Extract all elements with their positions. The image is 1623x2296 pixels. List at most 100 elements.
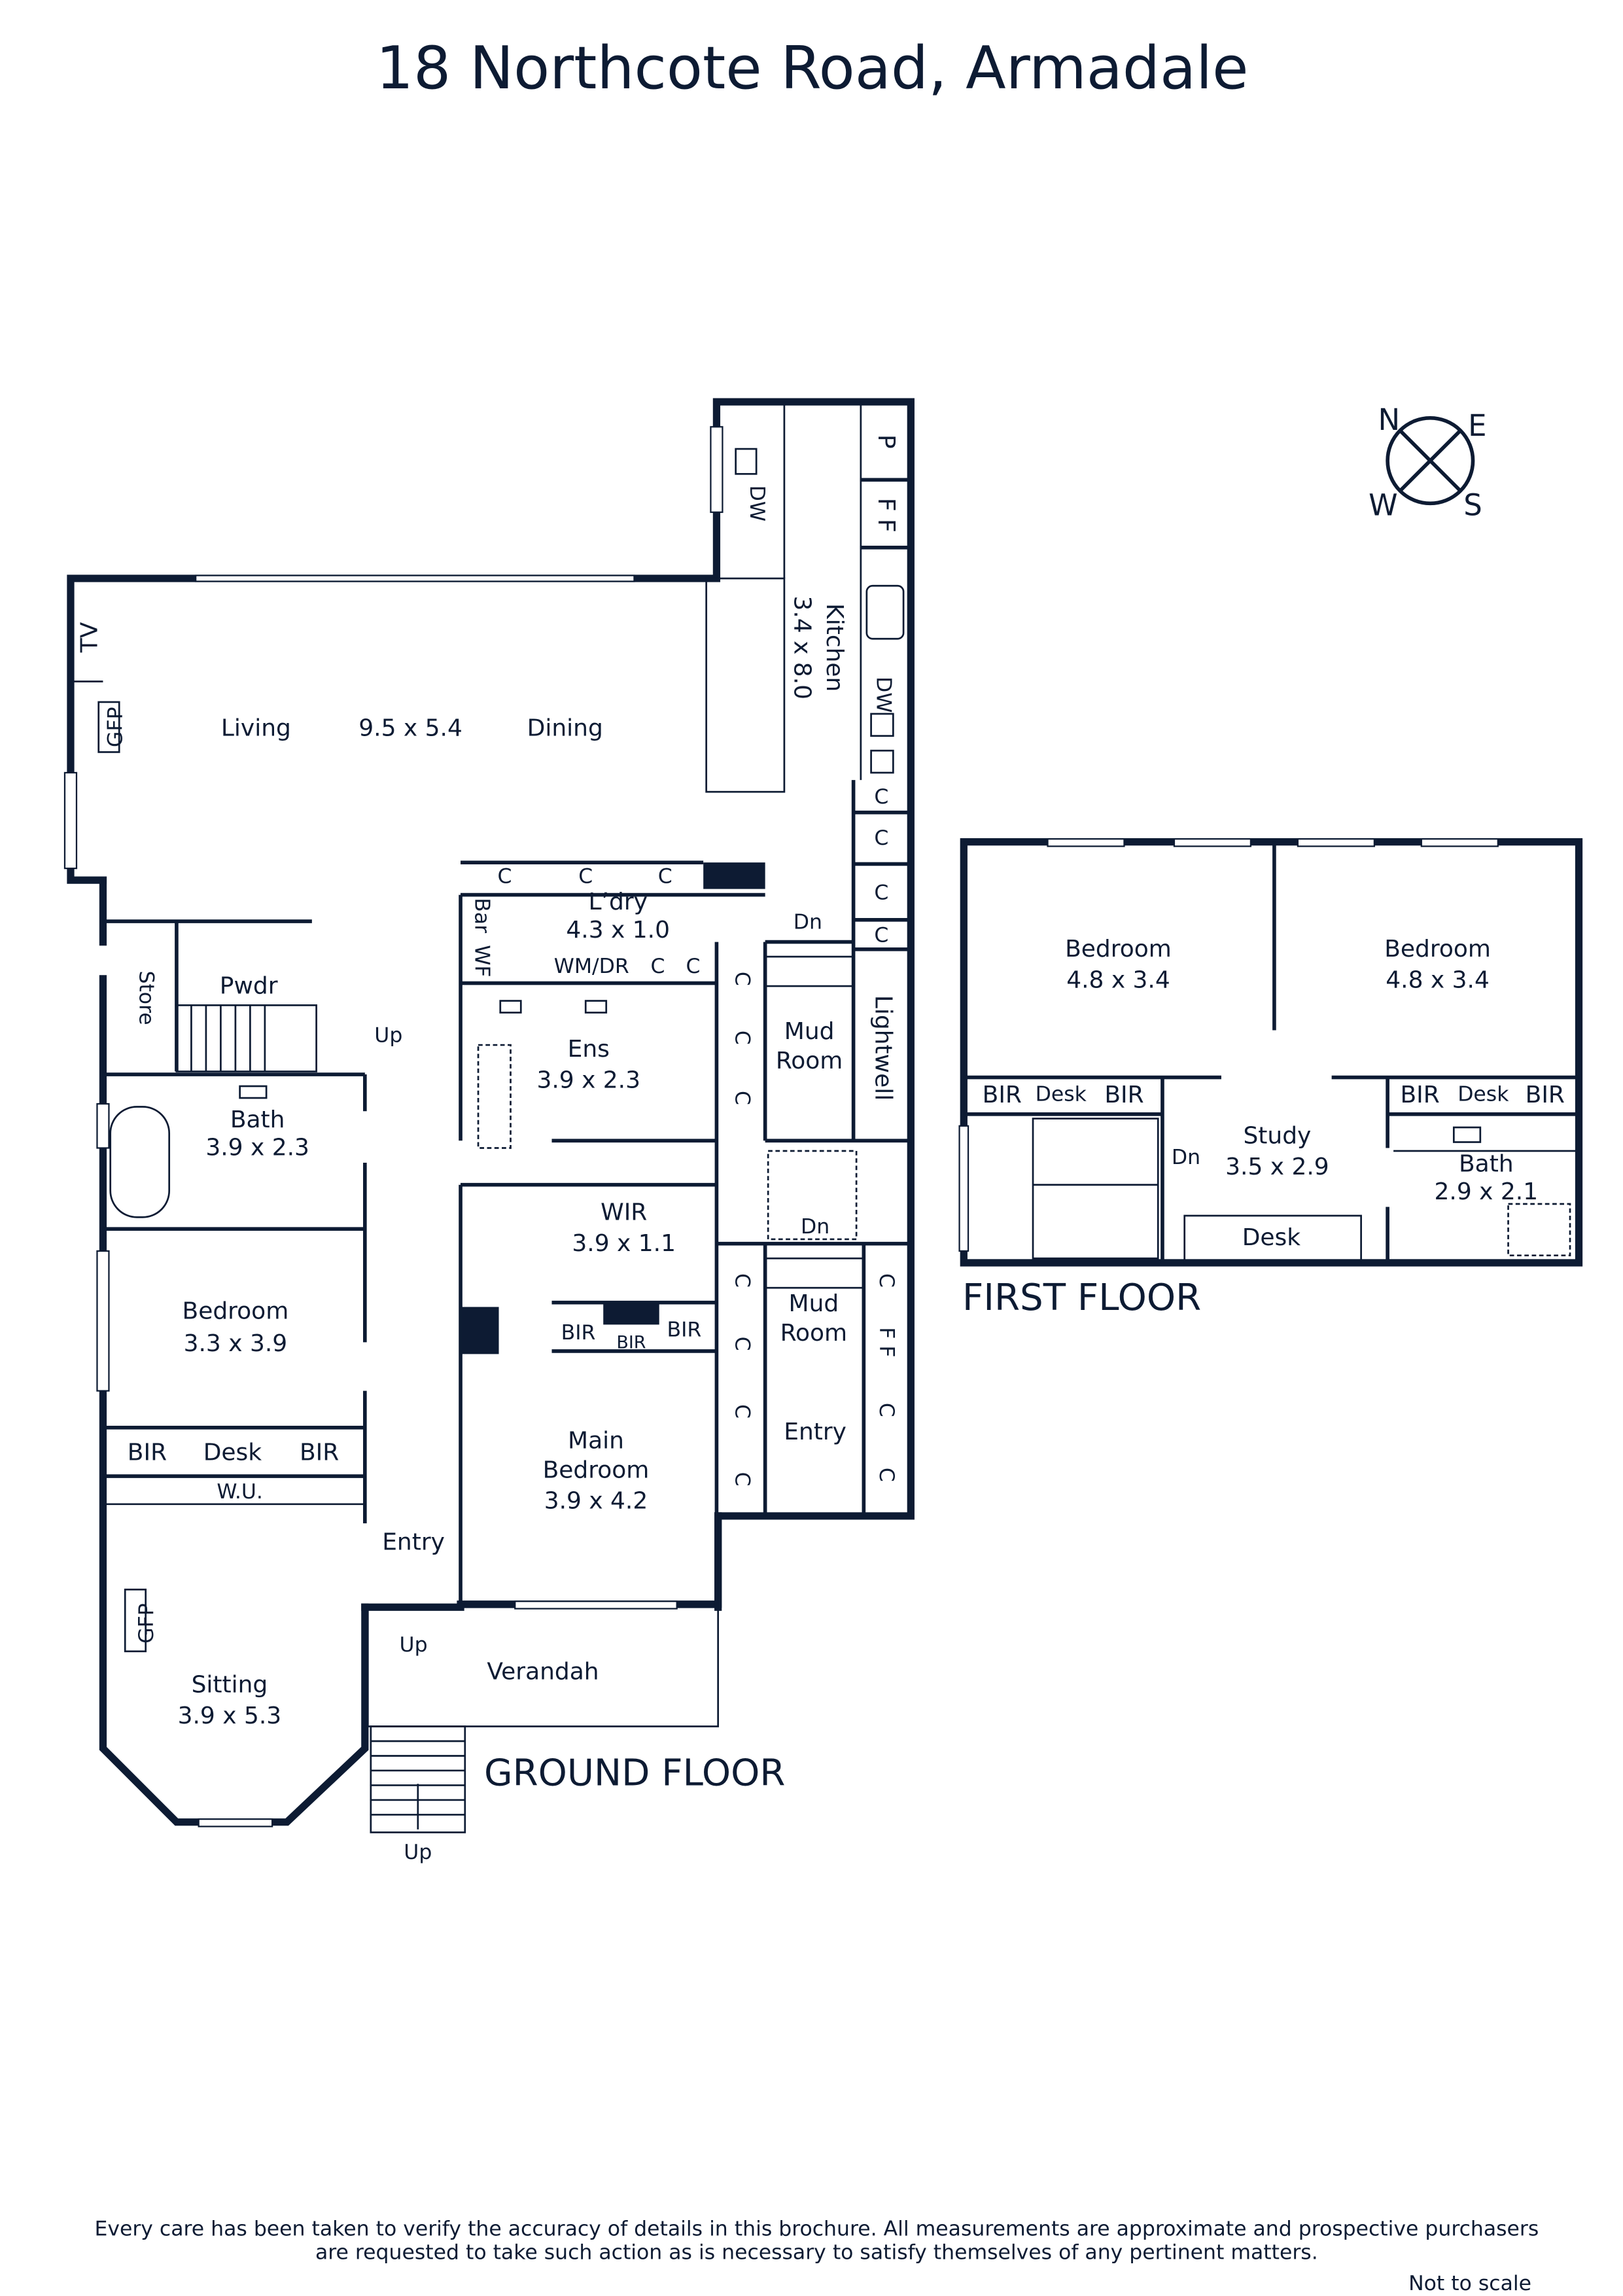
room-powder: Pwdr <box>220 972 278 999</box>
room-living: Living <box>221 715 291 742</box>
room-sitting: Sitting <box>192 1672 268 1699</box>
room-ensuite: Ens <box>568 1036 610 1063</box>
cupboard: C <box>875 1468 898 1482</box>
bedroom-right-dims: 4.8 x 3.4 <box>1386 966 1490 993</box>
dn-mud-2: Dn <box>801 1215 829 1239</box>
gfp-living-label: GFP <box>104 707 128 747</box>
tv-label: TV <box>76 622 103 653</box>
room-wir: WIR <box>601 1199 647 1226</box>
room-bath-first: Bath <box>1459 1150 1514 1177</box>
cupboard: C <box>498 865 512 889</box>
room-dining: Dining <box>527 715 603 742</box>
fridge: F F <box>873 498 899 533</box>
cupboard: C <box>731 1031 754 1045</box>
compass-w: W <box>1369 487 1397 522</box>
bedroom-dims: 3.3 x 3.9 <box>184 1330 288 1357</box>
bir: BIR <box>1526 1082 1565 1108</box>
compass-e: E <box>1468 408 1486 443</box>
page-title: 18 Northcote Road, Armadale <box>376 34 1249 103</box>
room-verandah: Verandah <box>487 1659 599 1686</box>
room-bedroom: Bedroom <box>183 1298 289 1324</box>
wir-dims: 3.9 x 1.1 <box>572 1230 676 1257</box>
room-bath: Bath <box>230 1106 285 1133</box>
room-kitchen: Kitchen <box>821 603 848 692</box>
entry-side: Entry <box>784 1419 846 1445</box>
bir: BIR <box>128 1439 167 1466</box>
up-stairs: Up <box>404 1841 432 1864</box>
fridge: F F <box>875 1327 898 1357</box>
desk: Desk <box>203 1439 262 1466</box>
room-laundry: L’dry <box>589 889 648 915</box>
bir: BIR <box>983 1082 1022 1108</box>
first-floor-label: FIRST FLOOR <box>962 1277 1201 1319</box>
cupboard: C <box>874 881 888 904</box>
cupboard: C <box>578 865 593 889</box>
living-dims: 9.5 x 5.4 <box>358 715 462 742</box>
bir: BIR <box>616 1332 646 1352</box>
wm-dr: WM/DR <box>554 955 629 978</box>
sitting-dims: 3.9 x 5.3 <box>178 1703 282 1729</box>
disclaimer-line-1: Every care has been taken to verify the … <box>94 2217 1539 2241</box>
bir: BIR <box>561 1321 596 1345</box>
cupboard: C <box>874 924 888 947</box>
not-to-scale: Not to scale <box>1408 2272 1531 2295</box>
dw-bench: DW <box>872 677 896 713</box>
compass: N E W S <box>1369 402 1486 522</box>
cupboard: C <box>731 1091 754 1105</box>
ground-floor-labels: TV GFP Living 9.5 x 5.4 Dining Kitchen 3… <box>76 434 899 1864</box>
bir: BIR <box>1104 1082 1143 1108</box>
kitchen-dims: 3.4 x 8.0 <box>789 595 816 699</box>
cupboard: C <box>874 826 888 850</box>
room-bedroom-right: Bedroom <box>1384 936 1491 963</box>
bar: Bar <box>470 898 494 933</box>
bedroom-left-dims: 4.8 x 3.4 <box>1066 966 1170 993</box>
ensuite-dims: 3.9 x 2.3 <box>536 1067 640 1093</box>
bir: BIR <box>300 1439 339 1466</box>
dn-mud-1: Dn <box>794 910 822 934</box>
disclaimer-line-2: are requested to take such action as is … <box>315 2241 1318 2265</box>
main-dims: 3.9 x 4.2 <box>544 1488 648 1515</box>
cupboard: C <box>658 865 672 889</box>
desk: Desk <box>1036 1083 1087 1106</box>
bath-dims: 3.9 x 2.3 <box>205 1135 309 1161</box>
cupboard: C <box>650 955 665 978</box>
cupboard: C <box>731 1273 754 1288</box>
wf: WF <box>470 945 494 977</box>
gfp-sitting: GFP <box>135 1603 158 1643</box>
room-study: Study <box>1243 1123 1311 1150</box>
room-entry: Entry <box>382 1529 445 1556</box>
desk: Desk <box>1242 1224 1301 1251</box>
study-dims: 3.5 x 2.9 <box>1225 1154 1329 1180</box>
cupboard: C <box>731 972 754 986</box>
room-bedroom-left: Bedroom <box>1065 936 1172 963</box>
cupboard: C <box>686 955 700 978</box>
bath-first-dims: 2.9 x 2.1 <box>1435 1178 1539 1205</box>
cupboard: C <box>875 1403 898 1417</box>
up-hall: Up <box>374 1024 402 1048</box>
room-mud-1b: Room <box>776 1048 843 1074</box>
room-mud-1a: Mud <box>784 1018 835 1045</box>
desk: Desk <box>1457 1083 1509 1106</box>
room-mud-2b: Room <box>780 1320 847 1347</box>
pantry: P <box>873 434 899 449</box>
up-entry: Up <box>400 1633 428 1657</box>
room-mud-2a: Mud <box>789 1290 839 1317</box>
cupboard: C <box>731 1472 754 1487</box>
wu: W.U. <box>217 1480 263 1504</box>
laundry-dims: 4.3 x 1.0 <box>566 917 670 944</box>
cupboard: C <box>731 1404 754 1419</box>
cupboard: C <box>731 1337 754 1351</box>
compass-s: S <box>1463 487 1482 522</box>
room-main-1: Main <box>568 1427 624 1454</box>
cupboard: C <box>875 1273 898 1288</box>
dw-island: DW <box>745 486 769 521</box>
bir: BIR <box>1400 1082 1439 1108</box>
room-store: Store <box>135 970 158 1025</box>
dn-first: Dn <box>1172 1146 1200 1169</box>
ground-floor-label: GROUND FLOOR <box>484 1752 785 1794</box>
lightwell: Lightwell <box>869 995 896 1101</box>
windows <box>63 426 724 1828</box>
compass-n: N <box>1378 402 1401 437</box>
bir: BIR <box>667 1318 702 1341</box>
